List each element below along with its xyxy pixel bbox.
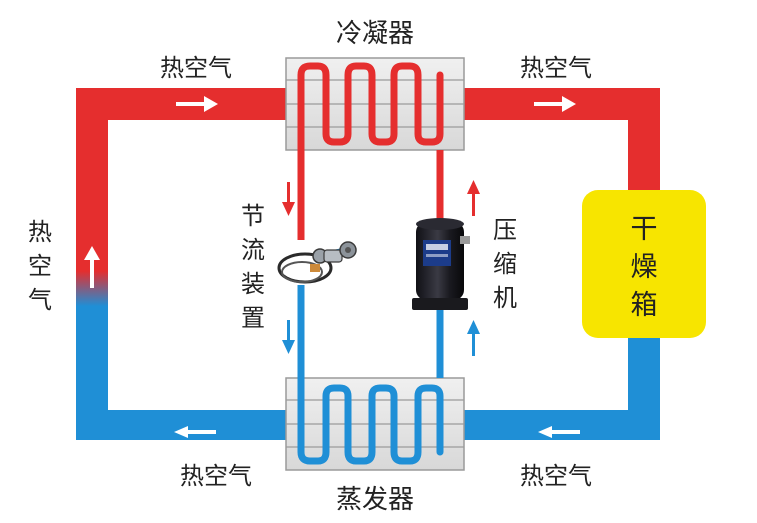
dryer-label-3: 箱 <box>631 290 658 321</box>
throttle-label-2: 流 <box>241 236 265 264</box>
hot-air-label-top-left: 热空气 <box>160 54 232 82</box>
duct-bottom-left <box>76 410 290 440</box>
arrow-top-left <box>176 96 218 112</box>
hot-air-label-left-3: 气 <box>28 286 52 314</box>
duct-right-bottom <box>462 338 660 440</box>
arrow-top-right <box>534 96 576 112</box>
hot-air-label-left-2: 空 <box>28 252 52 280</box>
arrow-compressor-up-blue <box>467 320 480 356</box>
arrow-compressor-up-red <box>467 180 480 216</box>
throttle-label-4: 置 <box>241 304 265 332</box>
throttle-valve-image <box>277 241 357 284</box>
evaporator-coil <box>285 374 465 471</box>
throttle-label-3: 装 <box>241 270 265 298</box>
evaporator-label: 蒸发器 <box>336 485 414 515</box>
dryer-box <box>582 190 706 338</box>
dryer-label-2: 燥 <box>631 252 658 283</box>
condenser-coil <box>285 57 465 154</box>
throttle-label-1: 节 <box>241 202 265 230</box>
arrow-left-up <box>84 246 100 288</box>
hot-air-label-bottom-right: 热空气 <box>520 462 592 490</box>
compressor-image <box>412 218 470 310</box>
compressor-label-1: 压 <box>493 216 517 244</box>
hot-air-label-bottom-left: 热空气 <box>180 462 252 490</box>
hot-air-label-top-right: 热空气 <box>520 54 592 82</box>
arrow-throttle-down-blue <box>282 320 295 354</box>
hot-air-label-left-1: 热 <box>28 218 52 246</box>
duct-top-left <box>76 88 290 440</box>
arrow-bottom-left <box>174 426 216 438</box>
condenser-label: 冷凝器 <box>336 19 414 49</box>
arrow-bottom-right <box>538 426 580 438</box>
arrow-throttle-down-red <box>282 182 295 216</box>
compressor-label-2: 缩 <box>493 250 517 278</box>
duct-top-right <box>462 88 660 190</box>
dryer-label-1: 干 <box>631 214 658 245</box>
compressor-label-3: 机 <box>493 284 517 312</box>
